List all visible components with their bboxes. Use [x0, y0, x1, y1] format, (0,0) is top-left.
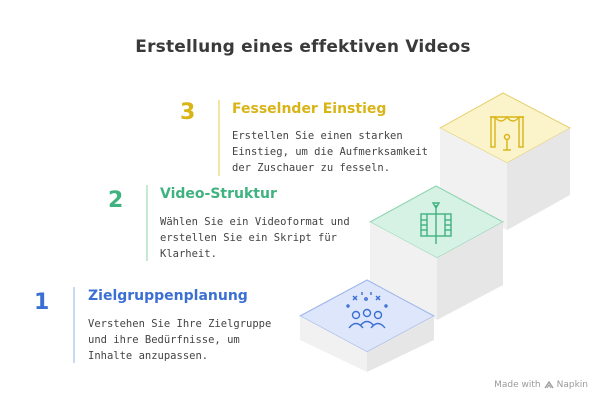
audience-icon — [346, 292, 388, 329]
step-2-divider — [146, 185, 148, 261]
step-3-divider — [218, 100, 220, 176]
step-1-heading: Zielgruppenplanung — [88, 288, 248, 304]
footer-brand: Napkin — [556, 380, 588, 390]
step-2-number: 2 — [108, 188, 124, 213]
step-1-description: Verstehen Sie Ihre Zielgruppe und ihre B… — [88, 318, 272, 362]
stage-icon — [490, 115, 524, 151]
step-1-number: 1 — [34, 290, 50, 315]
page-title: Erstellung eines effektiven Videos — [135, 37, 471, 57]
step-3-heading: Fesselnder Einstieg — [232, 101, 387, 117]
napkin-logo-icon — [544, 380, 554, 389]
footer-credit: Made with Napkin — [494, 380, 588, 390]
step-3-description: Erstellen Sie einen starken Einstieg, um… — [232, 130, 428, 174]
step-3-number: 3 — [180, 100, 196, 125]
step-2-description: Wählen Sie ein Videoformat und erstellen… — [160, 216, 350, 260]
stair-step-3 — [438, 92, 572, 230]
step-1-divider — [73, 287, 75, 363]
film-strip-icon — [420, 202, 452, 244]
footer-made-with: Made with — [494, 380, 541, 390]
step-2-heading: Video-Struktur — [160, 186, 277, 202]
